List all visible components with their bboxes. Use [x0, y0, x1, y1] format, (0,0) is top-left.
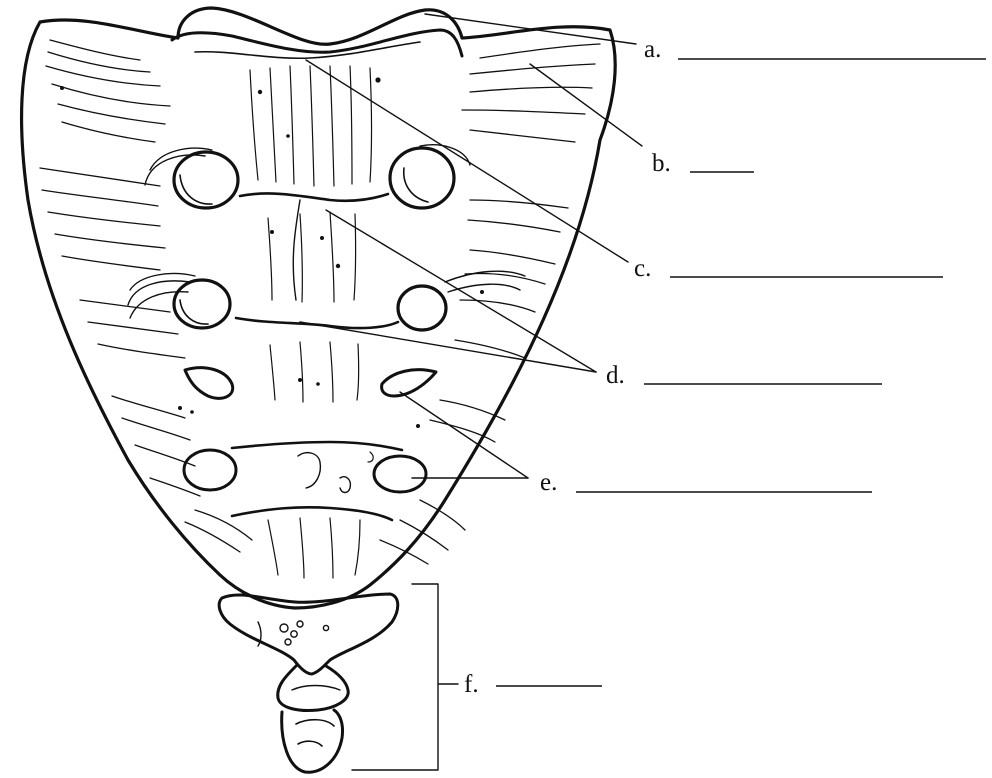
leader-c [306, 60, 628, 262]
label-b: b. [652, 150, 754, 177]
label-f-letter: f. [464, 671, 479, 698]
median-tubercle-detail-2 [340, 477, 350, 493]
foramen-left-2 [128, 274, 230, 328]
label-e-letter: e. [540, 469, 557, 496]
label-d-letter: d. [606, 362, 625, 389]
sacrum-illustration [22, 8, 616, 608]
label-c: c. [634, 255, 943, 282]
foramen-right-1 [390, 145, 470, 208]
label-a-letter: a. [644, 36, 661, 63]
label-a: a. [644, 36, 986, 63]
label-c-letter: c. [634, 255, 651, 282]
ridge-detail [293, 200, 300, 300]
tubercle-mark [368, 452, 373, 462]
label-e: e. [540, 469, 872, 496]
coccyx-dots [280, 621, 329, 645]
coccyx-tip-texture-2 [298, 741, 322, 746]
left-foramina [128, 148, 238, 490]
leader-d2 [300, 322, 596, 372]
median-tubercle-detail [298, 453, 320, 488]
foramen-left-4 [184, 450, 236, 490]
f-bracket [352, 584, 438, 770]
coccyx-illustration [219, 594, 398, 772]
label-f: f. [464, 671, 602, 698]
labels: a. b. c. d. e. f. [464, 36, 986, 698]
left-ala-texture [40, 40, 252, 552]
sacrum-outline [22, 8, 616, 608]
right-ala-texture [380, 44, 600, 564]
transverse-ridges [232, 193, 402, 520]
foramen-right-4 [374, 456, 426, 492]
right-foramina [374, 145, 525, 492]
label-d: d. [606, 362, 882, 389]
foramen-left-1 [145, 148, 238, 208]
coccyx-mid-texture [292, 686, 340, 691]
label-b-letter: b. [652, 150, 671, 177]
surface-dots [60, 77, 484, 428]
foramen-left-3 [185, 368, 233, 399]
leader-b [530, 64, 642, 146]
coccyx-tip-texture [296, 720, 334, 726]
foramen-right-3 [382, 370, 436, 396]
